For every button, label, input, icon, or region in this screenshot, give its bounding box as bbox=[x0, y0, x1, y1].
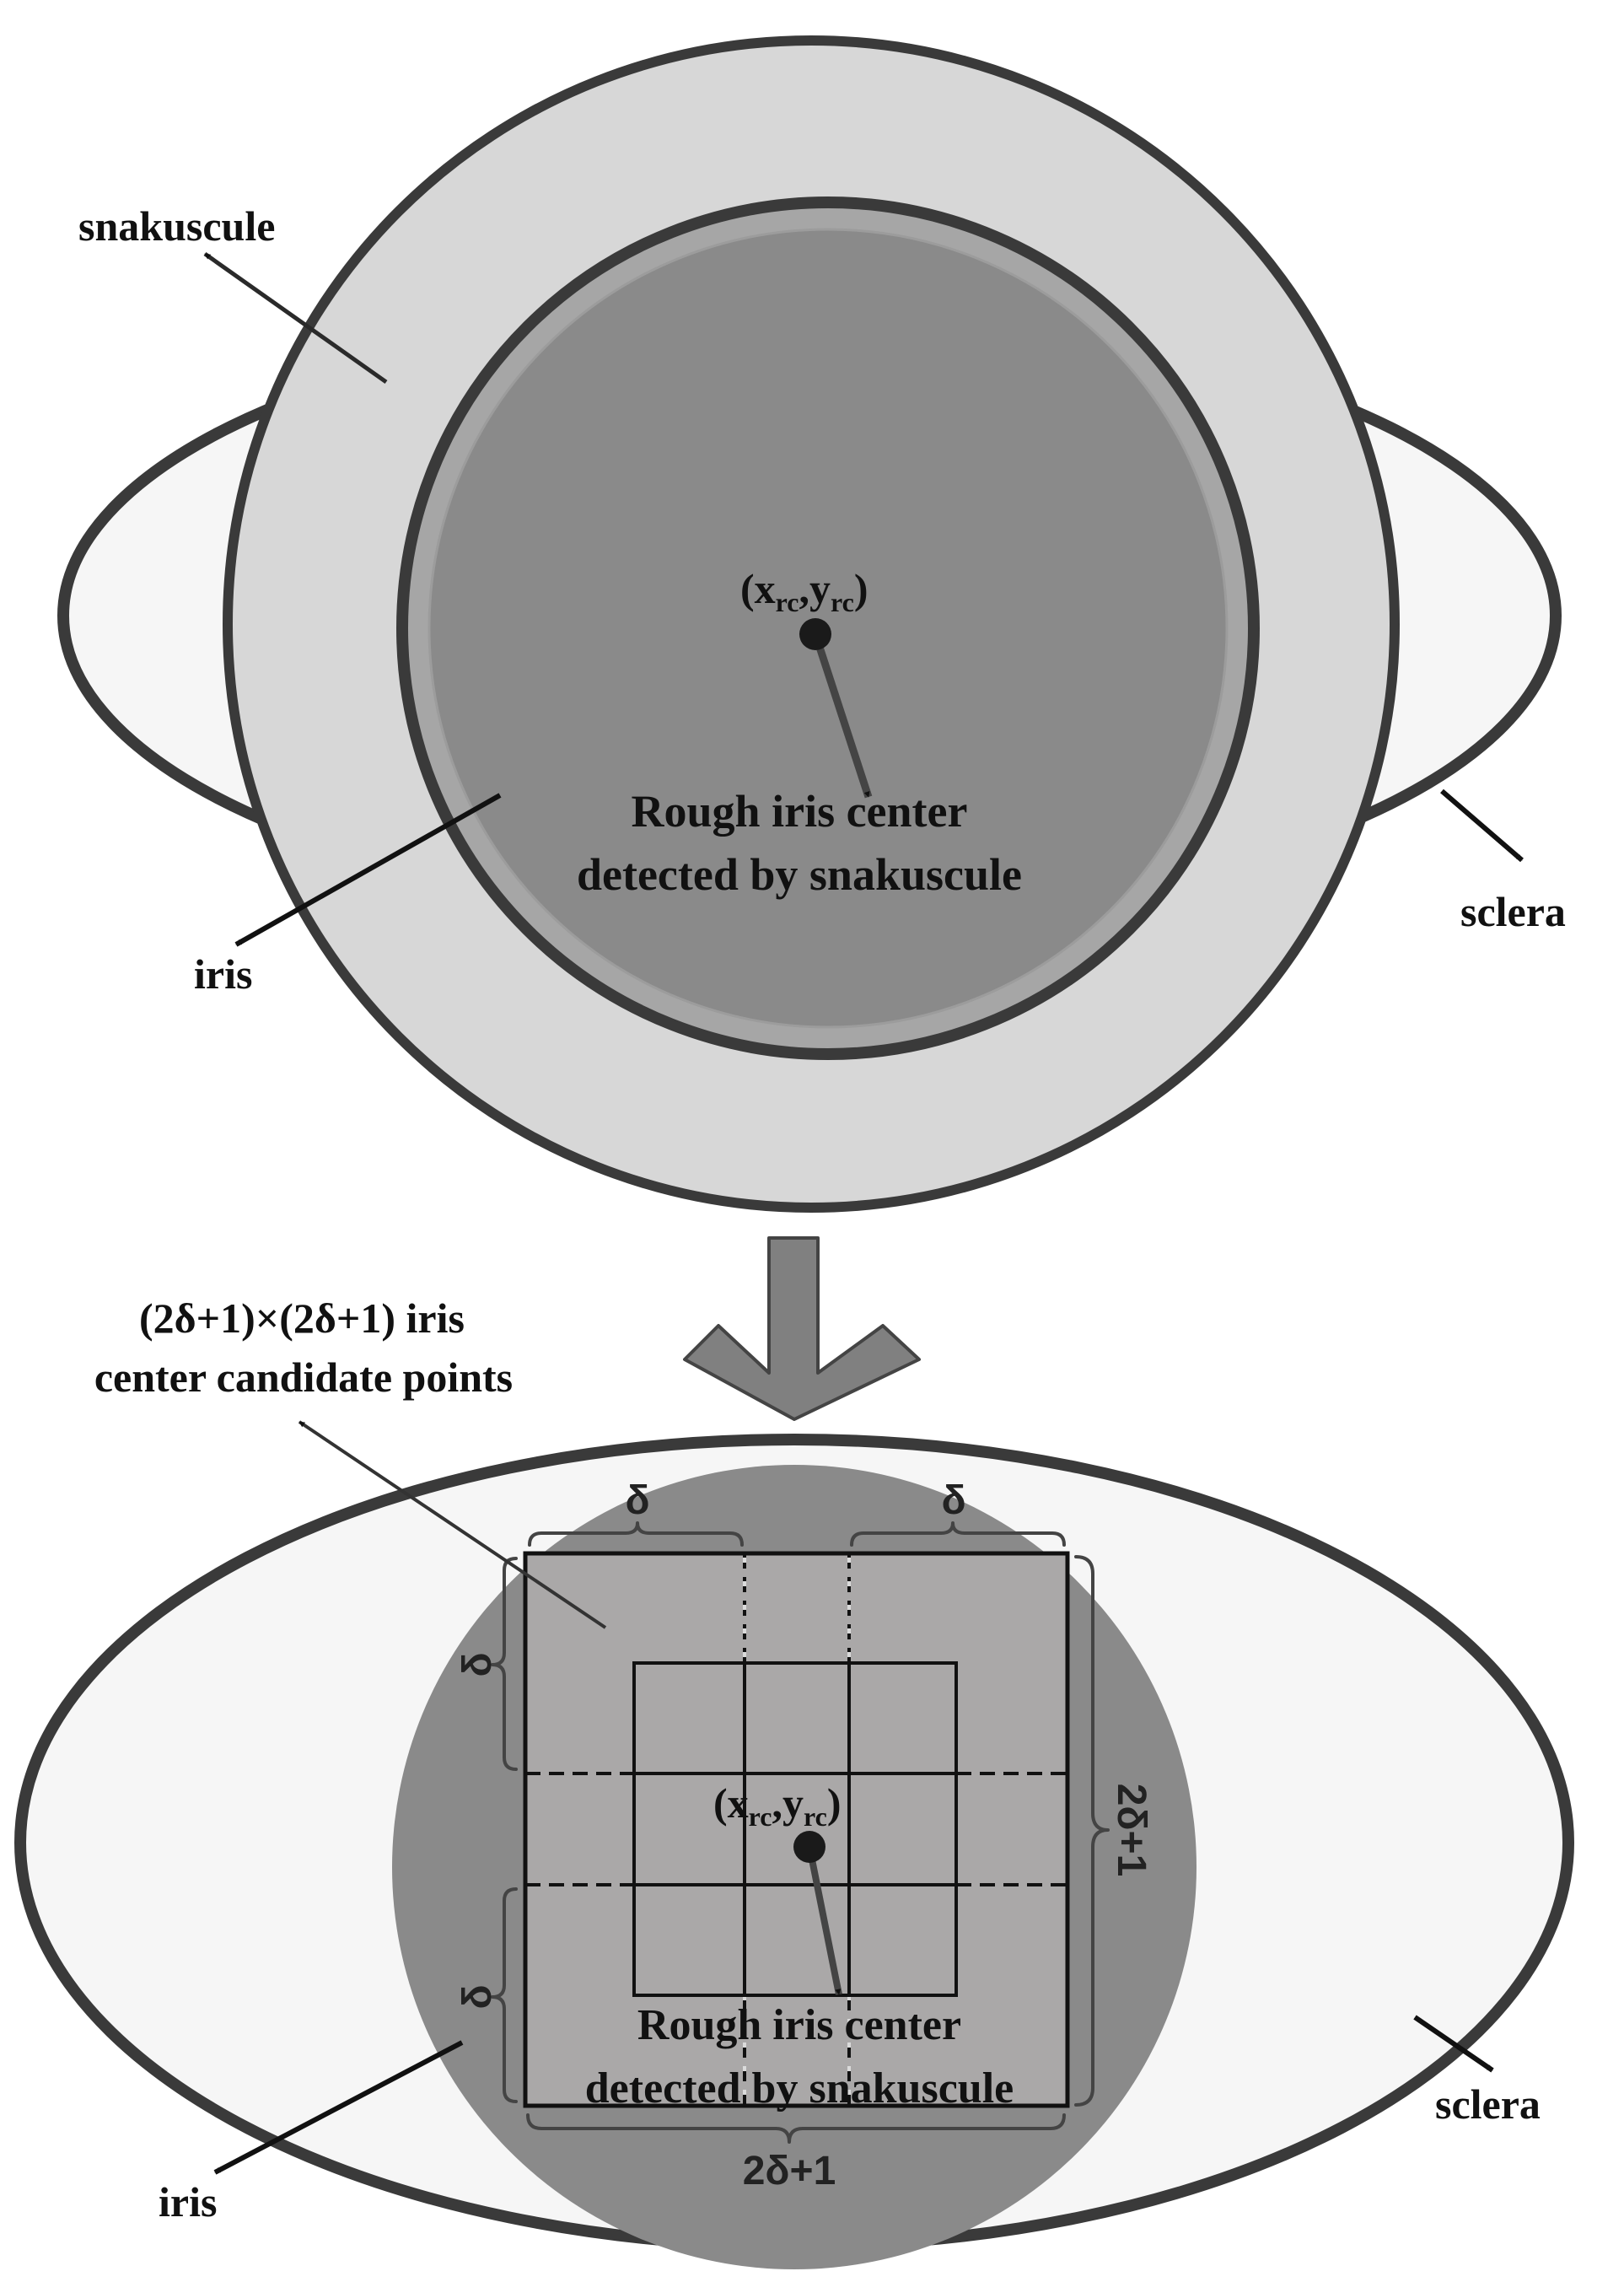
top-iris-pointer bbox=[234, 793, 502, 947]
bottom-center-label: (xrc,yrc) bbox=[713, 1779, 841, 1832]
delta-top-left: δ bbox=[625, 1478, 649, 1523]
candidates-pointer bbox=[298, 1420, 607, 1629]
top-panel: snakuscule iris sclera (xrc,yrc) Rough i… bbox=[57, 35, 1566, 1213]
top-caption-line1: Rough iris center bbox=[632, 786, 968, 837]
top-snakuscule-pointer bbox=[203, 251, 388, 385]
candidates-label-line2: center candidate points bbox=[94, 1354, 513, 1401]
bottom-center-pointer bbox=[806, 1846, 842, 1995]
bottom-sclera-pointer bbox=[1413, 2015, 1494, 2073]
top-sclera-label: sclera bbox=[1460, 888, 1566, 935]
top-snakuscule-label: snakuscule bbox=[78, 202, 275, 250]
delta-left-lower: δ bbox=[455, 1984, 500, 2009]
bottom-panel: δ δ δ δ 2δ+1 2δ+1 (2δ+1)×(2δ+1) iris cen… bbox=[14, 1294, 1574, 2269]
candidate-region bbox=[523, 1551, 1070, 2108]
bottom-iris-label: iris bbox=[159, 2178, 217, 2225]
top-center-label: (xrc,yrc) bbox=[740, 565, 868, 617]
top-center-dot bbox=[799, 618, 831, 650]
down-arrow-icon bbox=[683, 1236, 921, 1421]
bottom-sclera-label: sclera bbox=[1435, 2080, 1541, 2128]
bottom-caption-line1: Rough iris center bbox=[637, 2001, 961, 2049]
candidates-label-line1: (2δ+1)×(2δ+1) iris bbox=[139, 1294, 465, 1342]
size-label-right: 2δ+1 bbox=[1109, 1784, 1153, 1877]
top-center-pointer bbox=[811, 632, 873, 799]
bottom-caption-line2: detected by snakuscule bbox=[585, 2064, 1014, 2112]
top-sclera-pointer bbox=[1440, 788, 1524, 863]
dimension-braces bbox=[491, 1521, 1110, 2144]
bottom-center-dot bbox=[793, 1831, 825, 1863]
candidate-grid bbox=[632, 1661, 958, 1997]
bottom-iris-pointer bbox=[213, 2040, 464, 2175]
size-label-bottom: 2δ+1 bbox=[743, 2149, 836, 2193]
delta-left-upper: δ bbox=[455, 1652, 500, 1677]
top-caption-line2: detected by snakuscule bbox=[577, 849, 1022, 900]
delta-top-right: δ bbox=[941, 1478, 965, 1523]
top-iris-label: iris bbox=[194, 950, 252, 998]
